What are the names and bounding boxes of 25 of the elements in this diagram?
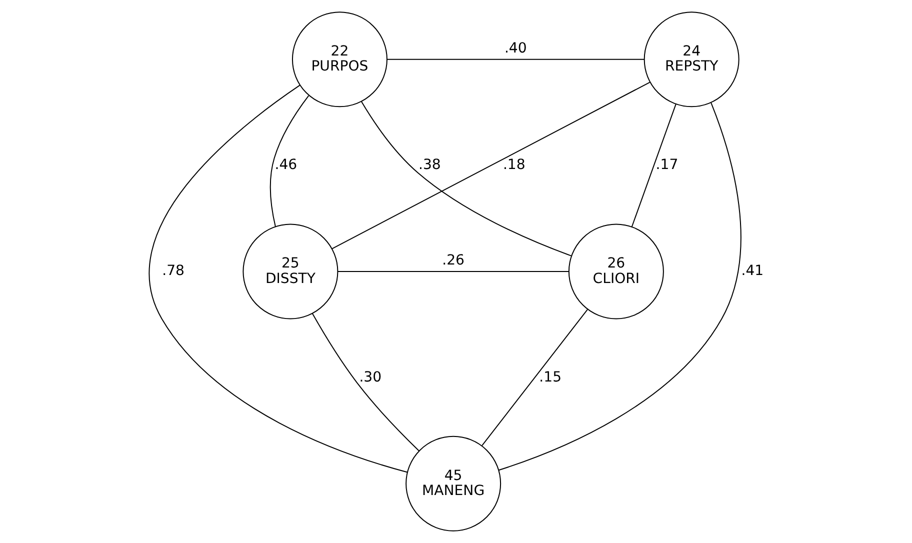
connector <box>269 95 309 227</box>
edge-label: .41 <box>740 263 764 280</box>
connector <box>498 102 741 471</box>
node-circle: 25 DISSTY <box>242 224 338 320</box>
edge-label: .30 <box>358 369 382 386</box>
connector <box>311 313 419 452</box>
node-circle: 24 REPSTY <box>643 12 739 108</box>
edge-label: .78 <box>162 263 184 280</box>
connector <box>481 309 588 446</box>
edge-label: .15 <box>538 369 562 386</box>
connector <box>331 82 650 250</box>
edge-label: .17 <box>655 157 678 174</box>
edge-label: .40 <box>504 40 526 57</box>
connector <box>337 271 568 272</box>
connector <box>630 104 676 227</box>
edge-label: .46 <box>274 157 297 174</box>
connector <box>386 58 644 60</box>
edge-label: .38 <box>418 157 440 174</box>
edge-label: .26 <box>442 252 464 269</box>
node-circle: 45 MANENG <box>405 436 501 532</box>
node-circle: 26 CLIORI <box>568 224 664 320</box>
connector <box>360 101 572 256</box>
node-circle: 22 PURPOS <box>291 12 387 108</box>
edge-label: .18 <box>502 157 525 174</box>
connector <box>148 84 408 473</box>
